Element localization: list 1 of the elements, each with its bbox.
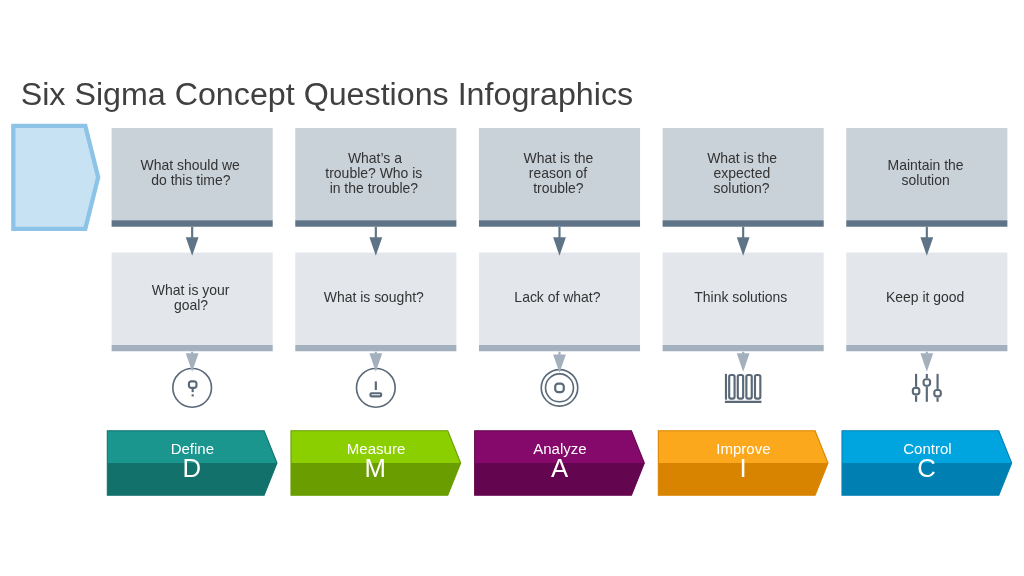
diagram-title: Six Sigma Concept Questions Infographics: [20, 75, 633, 112]
